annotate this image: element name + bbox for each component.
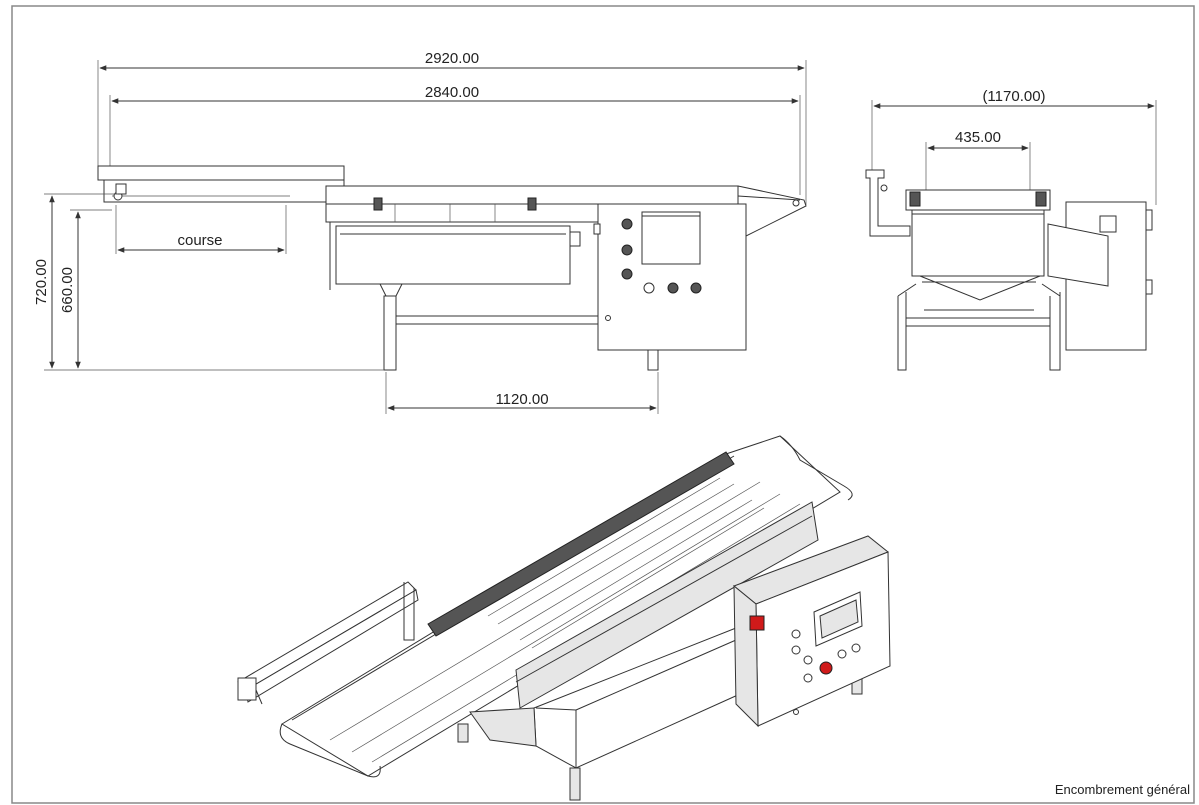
dim-side-width-text: (1170.00): [982, 88, 1045, 105]
dim-height-total-text: 720.00: [33, 259, 50, 305]
drawing-caption: Encombrement général: [1055, 782, 1190, 797]
dim-leg-spacing: 1120.00: [385, 372, 659, 414]
sheet-frame: [11, 5, 1195, 804]
control-cabinet-front: [593, 203, 747, 351]
dim-height-belt-text: 660.00: [59, 267, 76, 313]
dim-belt-length: 2840.00: [109, 84, 801, 195]
control-cabinet-iso: [733, 535, 891, 728]
dim-stroke: course: [115, 205, 287, 254]
pusher-arm: [97, 165, 345, 203]
side-view: (1170.00) 435.00: [865, 88, 1157, 371]
dim-height-belt: 660.00: [59, 209, 112, 369]
dim-belt-width-text: 435.00: [955, 129, 1001, 146]
dim-stroke-text: course: [177, 232, 222, 249]
dim-belt-width: 435.00: [925, 129, 1031, 192]
front-view: 2920.00 2840.00 course: [33, 50, 807, 414]
isometric-view: [237, 435, 891, 801]
dim-side-width: (1170.00): [871, 88, 1157, 205]
dim-overall-length-text: 2920.00: [425, 50, 479, 67]
dim-belt-length-text: 2840.00: [425, 84, 479, 101]
dim-height-total: 720.00: [33, 193, 384, 371]
dim-leg-spacing-text: 1120.00: [495, 391, 548, 408]
dim-overall-length: 2920.00: [97, 50, 807, 205]
